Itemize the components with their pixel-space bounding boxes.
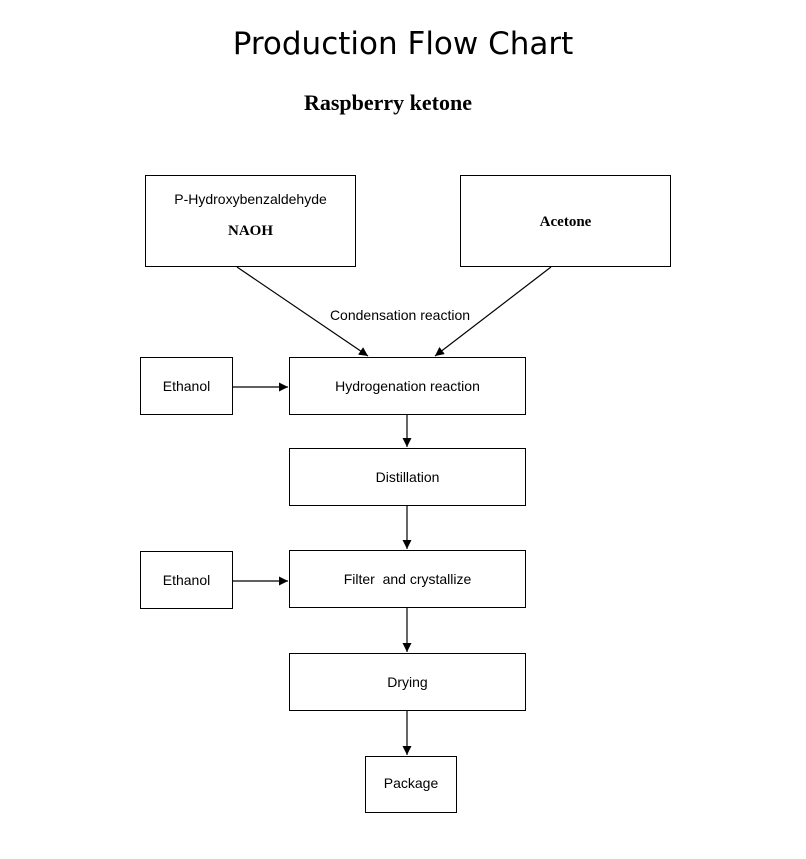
- node-p-hydroxybenzaldehyde: P-Hydroxybenzaldehyde NAOH: [145, 175, 356, 267]
- node-ethanol-2: Ethanol: [140, 551, 233, 609]
- node-package: Package: [365, 756, 457, 813]
- node-filter-and-crystallize: Filter and crystallize: [289, 550, 526, 608]
- node-ethanol-1: Ethanol: [140, 357, 233, 415]
- node-acetone: Acetone: [460, 175, 671, 267]
- node-distillation: Distillation: [289, 448, 526, 506]
- node-naoh-label: NAOH: [228, 223, 273, 239]
- node-package-label: Package: [383, 775, 439, 791]
- node-hydrogenation-reaction-label: Hydrogenation reaction: [335, 378, 480, 394]
- diagram-title: Production Flow Chart: [232, 26, 574, 62]
- node-ethanol-1-label: Ethanol: [162, 378, 211, 394]
- diagram-subtitle: Raspberry ketone: [303, 90, 473, 115]
- node-p-hydroxybenzaldehyde-label: P-Hydroxybenzaldehyde: [174, 191, 327, 207]
- node-drying: Drying: [289, 653, 526, 711]
- condensation-reaction-label: Condensation reaction: [329, 307, 471, 323]
- node-drying-label: Drying: [387, 674, 428, 690]
- node-filter-and-crystallize-label: Filter and crystallize: [343, 571, 472, 587]
- node-hydrogenation-reaction: Hydrogenation reaction: [289, 357, 526, 415]
- node-distillation-label: Distillation: [375, 469, 440, 485]
- node-acetone-label: Acetone: [539, 214, 592, 230]
- node-ethanol-2-label: Ethanol: [162, 572, 211, 588]
